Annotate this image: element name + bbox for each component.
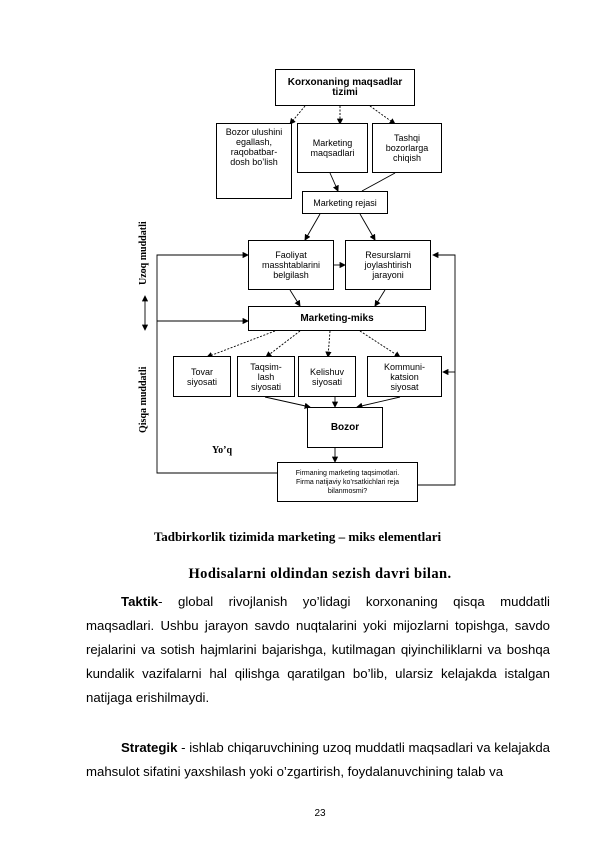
foreign-markets-box: Tashqi bozorlarga chiqish <box>372 123 442 173</box>
strategic-term: Strategik <box>121 740 178 755</box>
marketing-goals-box: Marketing maqsadlari <box>297 123 368 173</box>
pricing-policy-box: Kelishuv siyosati <box>298 356 356 397</box>
market-share-box: Bozor ulushini egallash, raqobatbar- dos… <box>216 123 292 199</box>
short-term-label: Qisqa muddatli <box>138 366 149 433</box>
communication-policy-box: Kommuni- katsion siyosat <box>367 356 442 397</box>
diagram-connectors <box>141 105 456 486</box>
distribution-policy-box: Taqsim- lash siyosati <box>237 356 295 397</box>
paragraph-tactical: Taktik- global rivojlanish yo’lidagi kor… <box>86 590 550 710</box>
marketing-mix-box: Marketing-miks <box>248 306 426 331</box>
page-number: 23 <box>314 808 326 819</box>
marketing-plan-box: Marketing rejasi <box>302 191 388 214</box>
market-box: Bozor <box>307 407 383 448</box>
paragraph-strategic: Strategik - ishlab chiqaruvchining uzoq … <box>86 736 550 784</box>
tactical-body: - global rivojlanish yo’lidagi korxonani… <box>86 594 550 705</box>
strategic-body: - ishlab chiqaruvchining uzoq muddatli m… <box>86 740 550 779</box>
resource-allocation-box: Resurslarni joylashtirish jarayoni <box>345 240 431 290</box>
activity-scale-box: Faoliyat masshtablarini belgilash <box>248 240 334 290</box>
diagram-caption: Tadbirkorlik tizimida marketing – miks e… <box>153 529 442 544</box>
product-policy-box: Tovar siyosati <box>173 356 231 397</box>
tactical-term: Taktik <box>121 594 159 609</box>
goal-system-box: Korxonaning maqsadlar tizimi <box>275 69 415 106</box>
no-label: Yo’q <box>212 445 233 456</box>
evaluation-box: Firmaning marketing taqsimotlari. Firma … <box>277 462 418 502</box>
section-heading: Hodisalarni oldindan sezish davri bilan. <box>188 566 452 582</box>
long-term-label: Uzoq muddatli <box>138 221 149 285</box>
marketing-mix-diagram: Korxonaning maqsadlar tizimi Bozor ulush… <box>138 69 456 544</box>
